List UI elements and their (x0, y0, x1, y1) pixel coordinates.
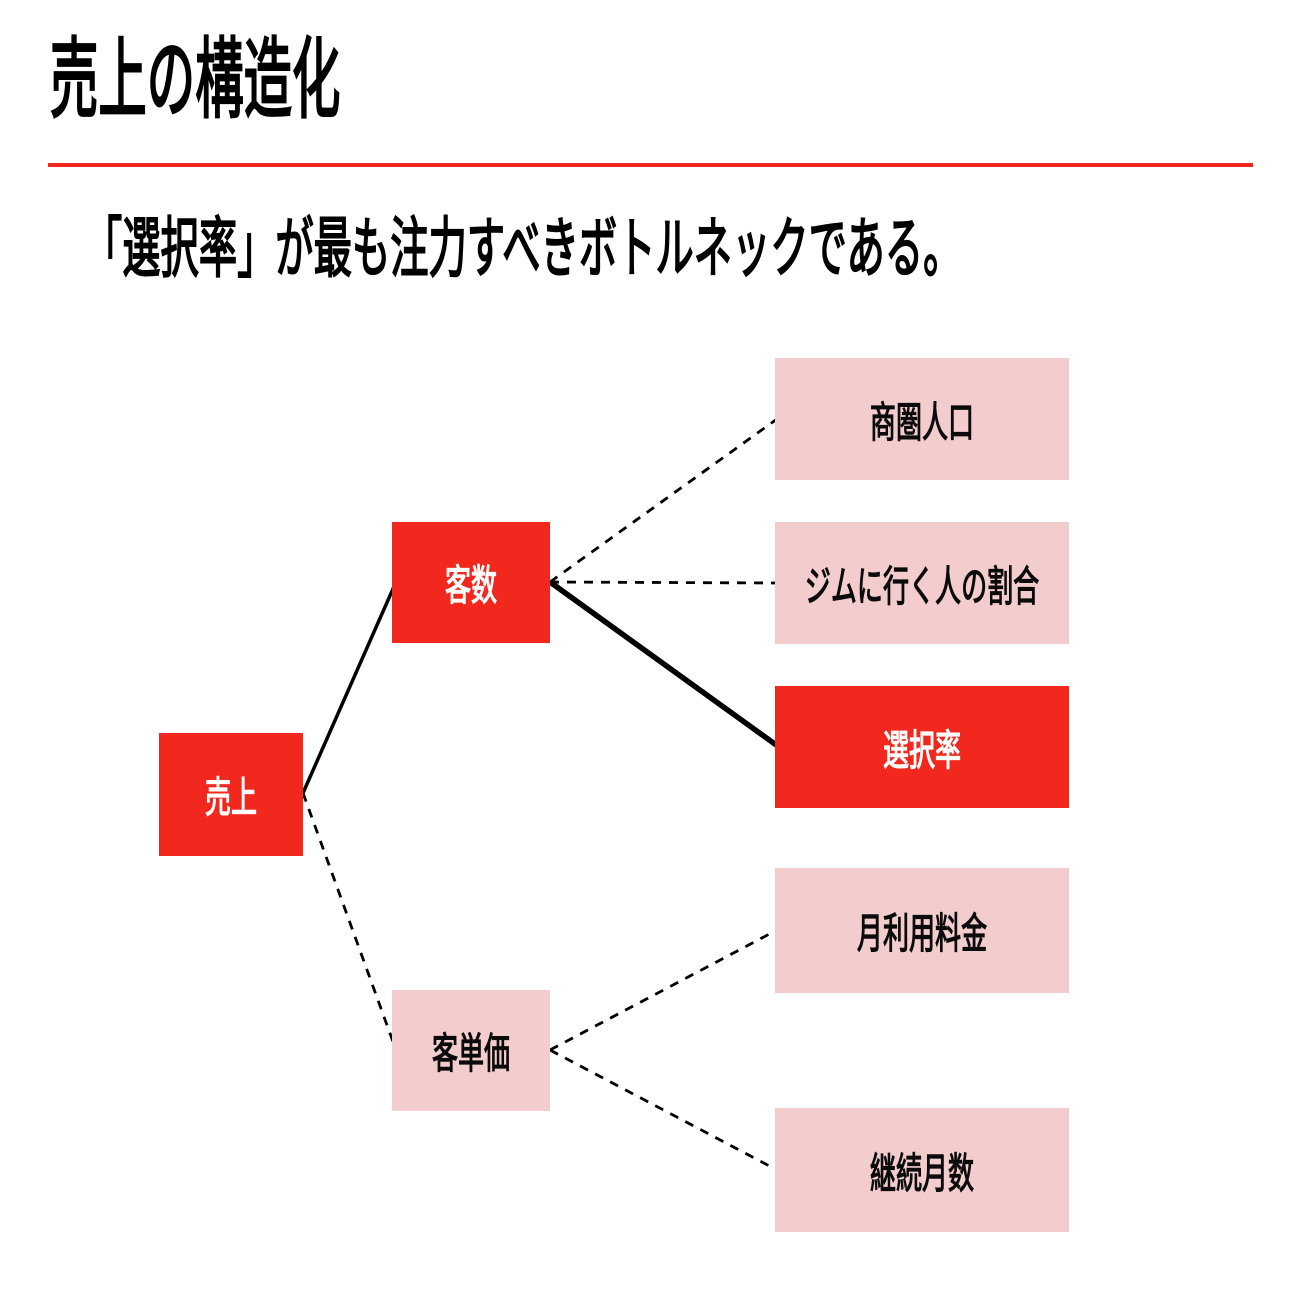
edge-avg-spend-to-monthly-fee (549, 928, 778, 1052)
edge-customer-count-to-selection-rate (548, 579, 781, 750)
node-retention-months-label: 継続月数 (869, 1149, 975, 1197)
node-avg-spend: 客単価 (392, 990, 550, 1111)
node-customer-count-label: 客数 (444, 562, 498, 609)
page-title: 売上の構造化 (50, 30, 578, 129)
node-sales: 売上 (159, 733, 303, 856)
node-monthly-fee: 月利用料金 (775, 868, 1069, 993)
edge-customer-count-to-catchment-pop (549, 417, 778, 584)
edge-avg-spend-to-retention-months (549, 1048, 778, 1172)
node-avg-spend-label: 客単価 (431, 1030, 511, 1077)
title-underline-rule (48, 163, 1253, 167)
node-retention-months: 継続月数 (775, 1108, 1069, 1232)
node-monthly-fee-label: 月利用料金 (856, 910, 988, 957)
node-gym-goer-ratio: ジムに行く人の割合 (775, 522, 1069, 644)
node-customer-count: 客数 (392, 522, 550, 643)
node-gym-goer-ratio-label: ジムに行く人の割合 (804, 562, 1040, 610)
edge-sales-to-avg-spend (301, 792, 398, 1051)
node-sales-label: 売上 (204, 774, 258, 821)
key-message-text: 「選択率」が最も注力すべきボトルネックである。 (84, 211, 962, 285)
node-catchment-population-label: 商圏人口 (869, 398, 975, 446)
key-message: 「選択率」が最も注力すべきボトルネックである。 (84, 212, 1296, 285)
page-title-text: 売上の構造化 (50, 30, 341, 129)
node-catchment-population: 商圏人口 (775, 358, 1069, 480)
edge-customer-count-to-gym-goer-ratio (549, 580, 778, 585)
node-selection-rate: 選択率 (775, 686, 1069, 808)
edge-sales-to-customer-count (301, 581, 398, 794)
node-selection-rate-label: 選択率 (882, 726, 962, 774)
